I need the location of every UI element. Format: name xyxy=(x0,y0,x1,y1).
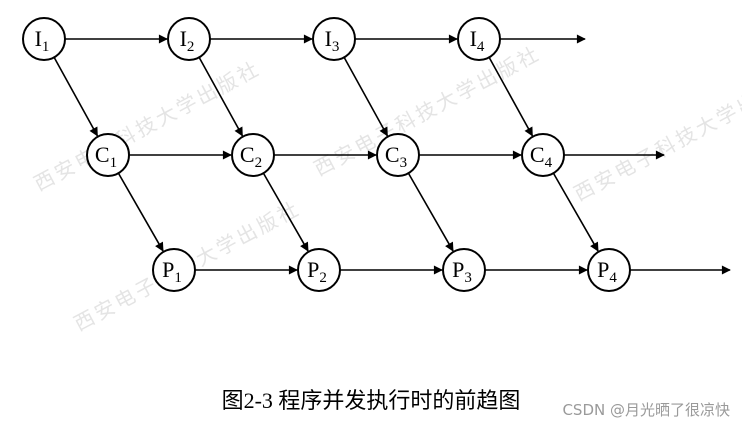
node-P4: P4 xyxy=(587,248,631,292)
node-circle xyxy=(297,248,341,292)
node-P3: P3 xyxy=(442,248,486,292)
figure-caption: 图2-3 程序并发执行时的前趋图 xyxy=(221,388,521,413)
edges xyxy=(53,34,731,275)
node-label: P1 xyxy=(162,257,182,286)
edge-I4-C4 xyxy=(488,57,534,137)
node-label: I3 xyxy=(325,26,340,55)
node-label: P2 xyxy=(307,257,327,286)
node-label: P4 xyxy=(597,257,617,286)
node-circle xyxy=(167,17,211,61)
edge-C3-P3 xyxy=(407,172,454,252)
edge-I1-C1 xyxy=(53,57,99,137)
node-I4: I4 xyxy=(457,17,501,61)
node-circle xyxy=(457,17,501,61)
node-C2: C2 xyxy=(231,133,275,177)
node-label: I1 xyxy=(35,26,50,55)
edge-C4-P4 xyxy=(552,172,599,252)
node-I3: I3 xyxy=(312,17,356,61)
node-label: I2 xyxy=(180,26,195,55)
node-I1: I1 xyxy=(22,17,66,61)
node-C1: C1 xyxy=(86,133,130,177)
node-circle xyxy=(152,248,196,292)
edge-I2-C2 xyxy=(198,57,244,137)
edge-I3-C3 xyxy=(343,57,389,137)
node-I2: I2 xyxy=(167,17,211,61)
source-credit: CSDN @月光晒了很凉快 xyxy=(562,401,730,419)
node-circle xyxy=(521,133,565,177)
node-P1: P1 xyxy=(152,248,196,292)
node-label: C1 xyxy=(95,142,117,171)
node-C4: C4 xyxy=(521,133,565,177)
edge-C1-P1 xyxy=(117,172,164,252)
node-circle xyxy=(86,133,130,177)
node-label: C2 xyxy=(240,142,262,171)
node-circle xyxy=(587,248,631,292)
node-circle xyxy=(442,248,486,292)
edge-C2-P2 xyxy=(262,172,309,252)
node-C3: C3 xyxy=(376,133,420,177)
node-P2: P2 xyxy=(297,248,341,292)
node-circle xyxy=(376,133,420,177)
node-circle xyxy=(22,17,66,61)
node-circle xyxy=(312,17,356,61)
node-circle xyxy=(231,133,275,177)
node-label: P3 xyxy=(452,257,472,286)
node-label: I4 xyxy=(470,26,485,55)
node-label: C3 xyxy=(385,142,407,171)
node-label: C4 xyxy=(530,142,553,171)
